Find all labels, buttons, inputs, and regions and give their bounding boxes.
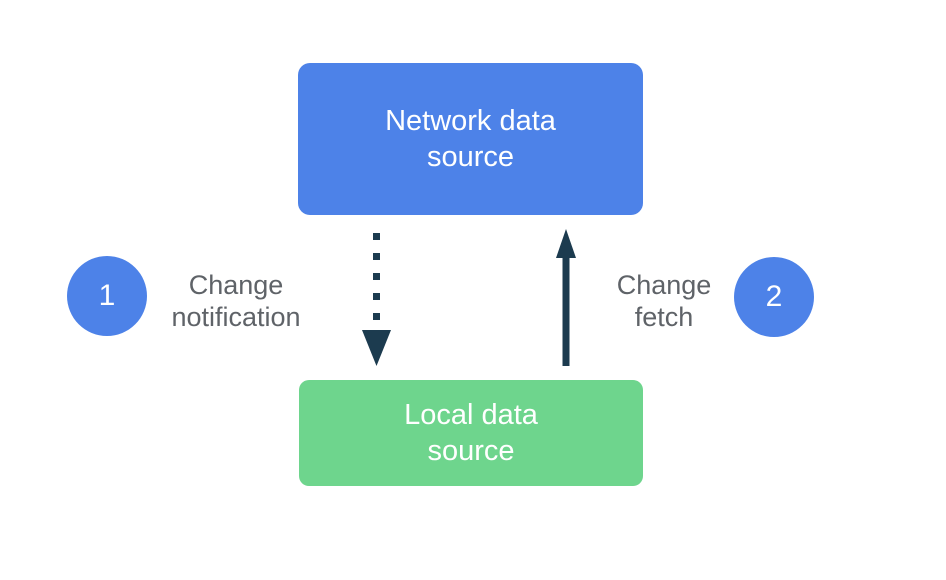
change-notification-label-line2: notification: [171, 302, 301, 332]
local-box-label-line1: Local data: [404, 399, 538, 431]
dotted-down-arrow-icon: [362, 233, 391, 366]
change-fetch-label: Change fetch: [589, 269, 739, 333]
step-1-badge: 1: [67, 256, 147, 336]
step-2-number: 2: [765, 280, 783, 313]
step-1-number: 1: [98, 279, 116, 312]
solid-up-arrow-icon: [556, 229, 576, 366]
change-fetch-label-line2: fetch: [634, 302, 694, 332]
step-2-badge: 2: [734, 257, 814, 337]
network-box-label-line2: source: [426, 141, 515, 173]
network-box-label-line1: Network data: [385, 105, 556, 137]
change-notification-label-line1: Change: [188, 270, 284, 300]
change-fetch-label-line1: Change: [616, 270, 712, 300]
local-box-label-line2: source: [427, 435, 515, 467]
local-data-source-box: Local data source: [299, 380, 643, 486]
network-data-source-box: Network data source: [298, 63, 643, 215]
change-notification-label: Change notification: [136, 269, 336, 333]
